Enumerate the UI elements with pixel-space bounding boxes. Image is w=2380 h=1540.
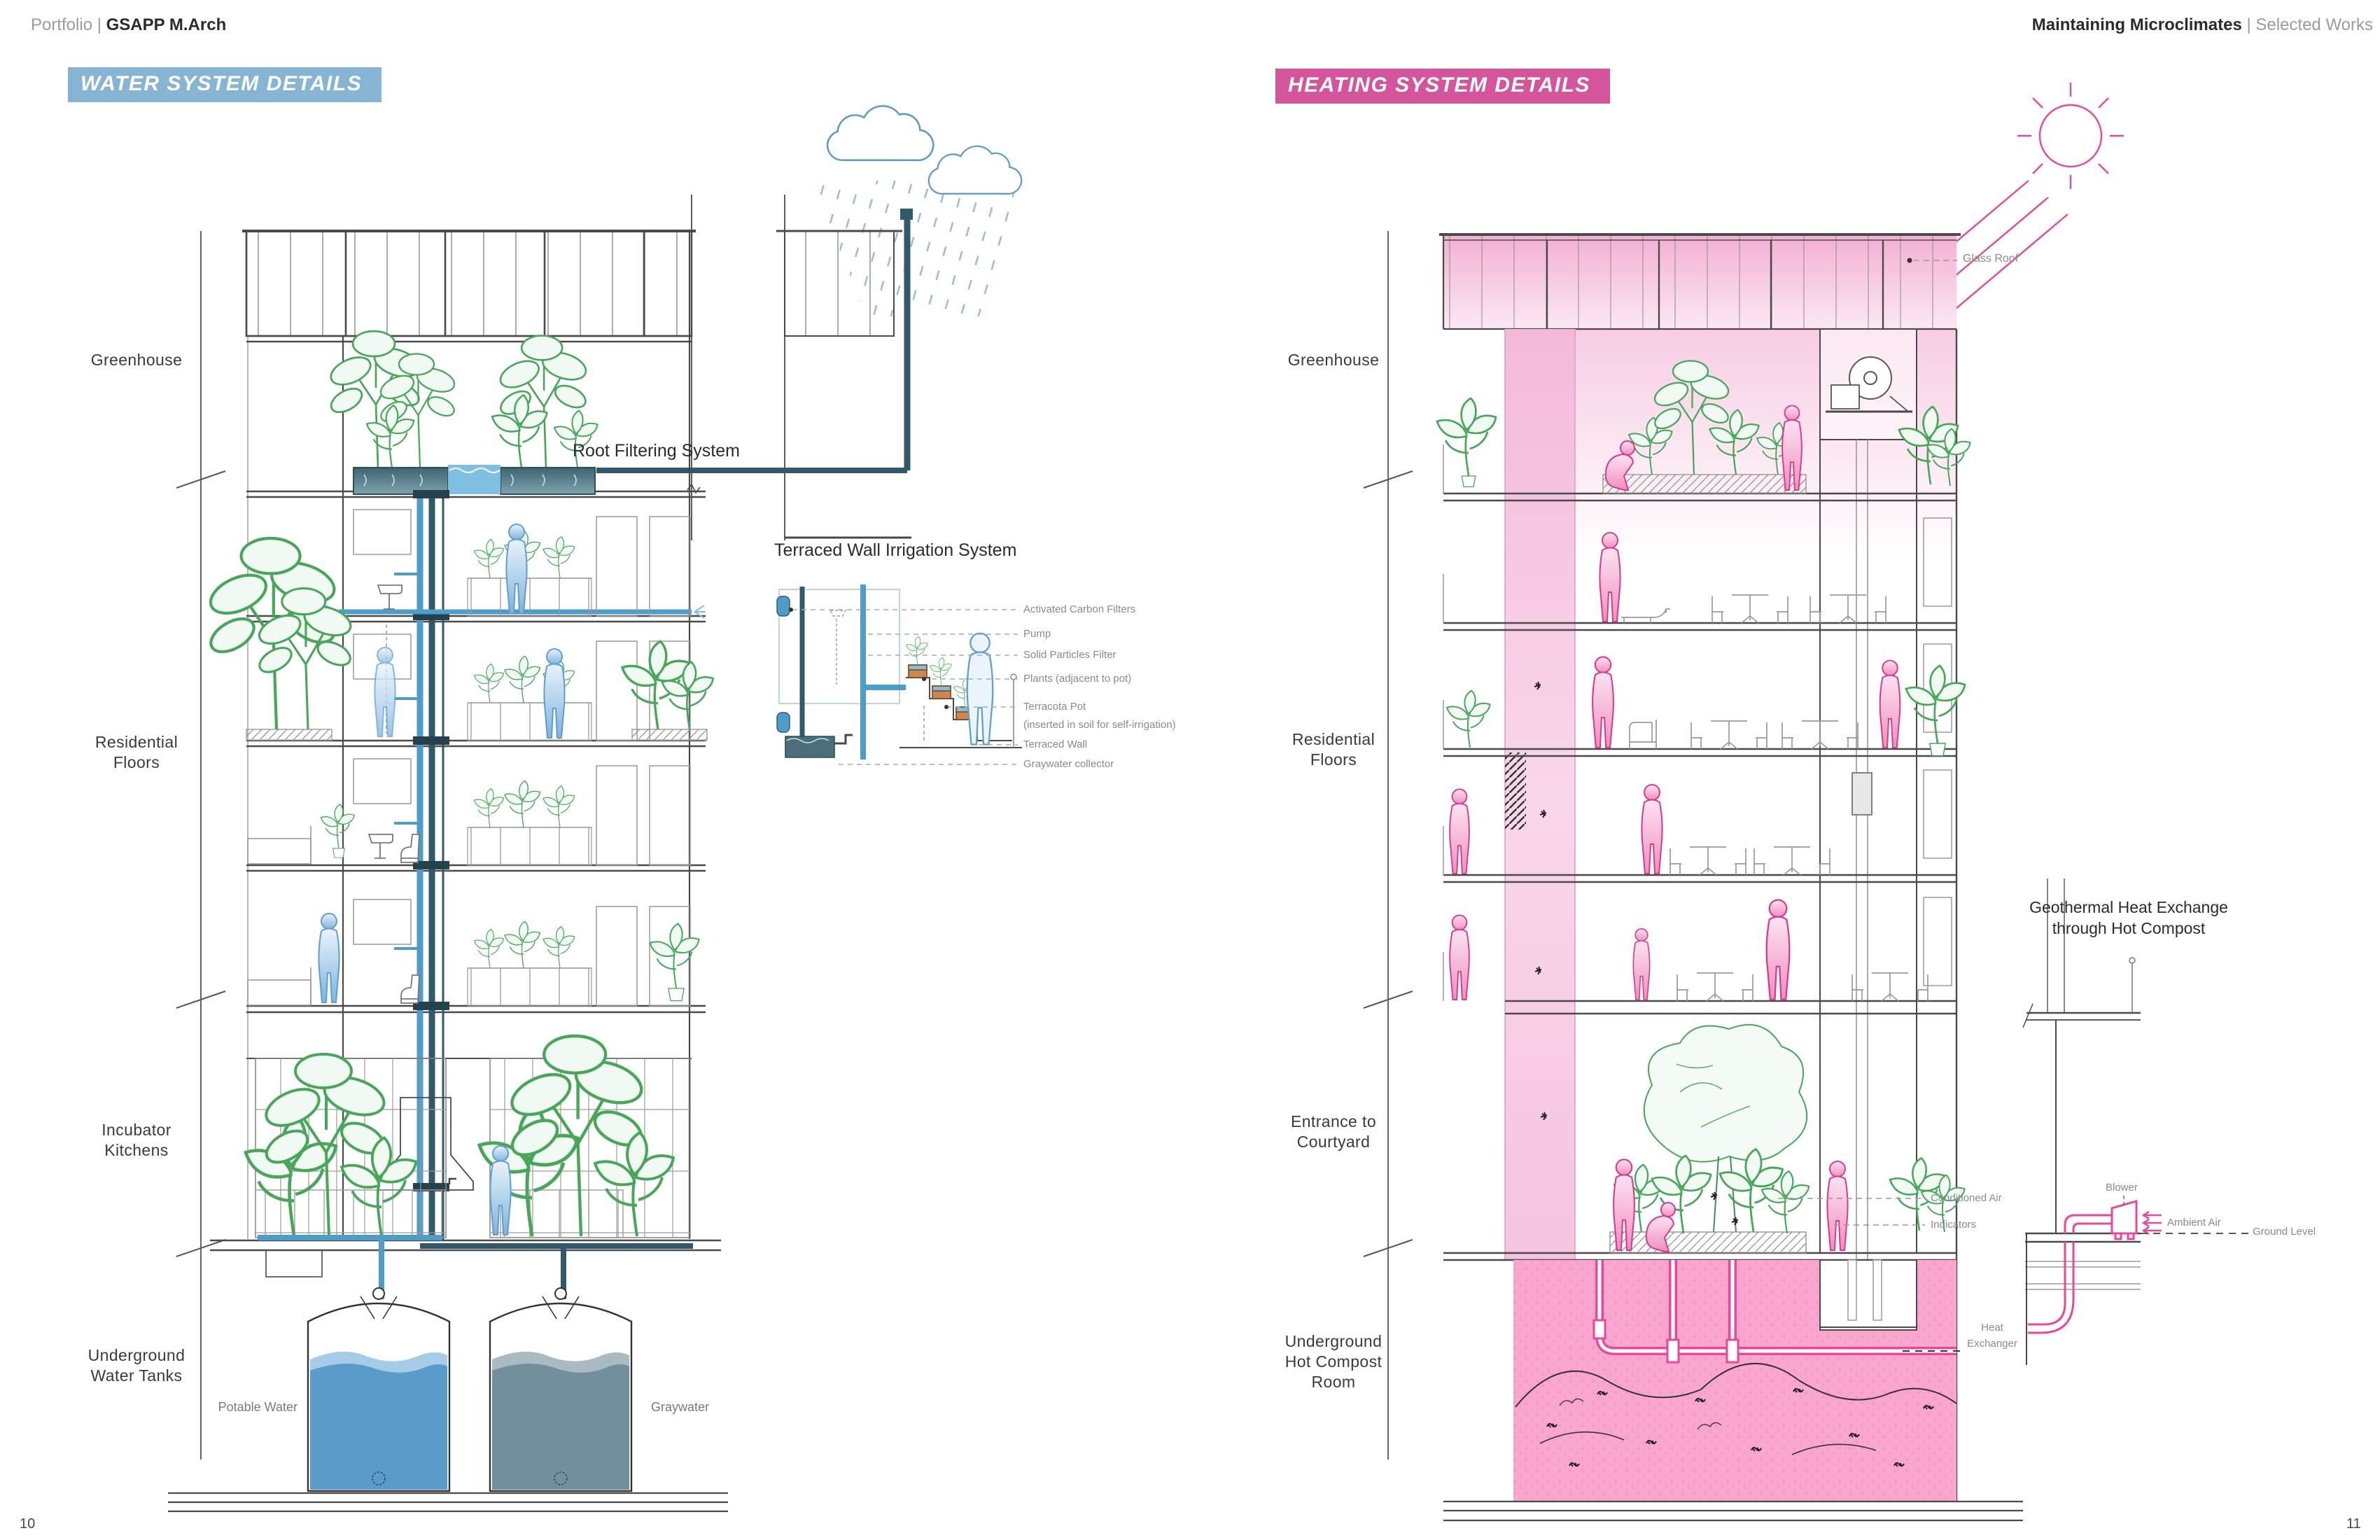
root-filtering-label: Root Filtering System	[573, 441, 740, 461]
ground-level-label: Ground Level	[2253, 1226, 2316, 1238]
portfolio-prefix: Portfolio |	[31, 15, 102, 34]
terraced-wall-title: Terraced Wall Irrigation System	[774, 540, 1017, 560]
potable-water-label: Potable Water	[218, 1400, 298, 1414]
water-tanks	[168, 1287, 728, 1513]
blower-label: Blower	[2106, 1182, 2138, 1194]
ground-and-feeds	[210, 1235, 721, 1299]
label-greenhouse-right: Greenhouse	[1287, 351, 1380, 369]
label-compost-room: Underground Hot Compost Room	[1284, 1332, 1382, 1391]
graywater-tank	[489, 1287, 633, 1492]
courtyard	[1609, 1023, 1966, 1254]
legend-pump: Pump	[1023, 628, 1051, 640]
project-title: Maintaining Microclimates	[2031, 15, 2242, 34]
legend-pot-note: (inserted in soil for self-irrigation)	[1023, 719, 1176, 731]
legend-terracota-pot: Terracota Pot	[1023, 701, 1086, 713]
heat-shaft	[1504, 329, 1576, 1260]
roof-gutter-detail	[596, 195, 913, 540]
header-right: Maintaining Microclimates | Selected Wor…	[2032, 15, 2373, 35]
legend-plants: Plants (adjacent to pot)	[1023, 673, 1132, 685]
label-residential-right: Residential Floors	[1292, 730, 1376, 769]
leader-lines	[1778, 260, 1957, 1226]
glass-roof	[1439, 233, 1961, 560]
greenhouse-plants	[326, 330, 598, 469]
page-number-left: 10	[20, 1516, 36, 1532]
balcony-plants	[205, 538, 715, 741]
compost-room	[1443, 1259, 2023, 1522]
label-greenhouse-left: Greenhouse	[90, 351, 183, 369]
heating-system-drawing	[1363, 83, 2248, 1522]
conditioned-air-label: Conditioned Air	[1931, 1192, 2002, 1204]
heating-system-banner: HEATING SYSTEM DETAILS	[1275, 69, 1610, 104]
ambient-air-label: Ambient Air	[2167, 1217, 2221, 1228]
legend-solid-filter: Solid Particles Filter	[1023, 649, 1116, 661]
indicators-label: Indicators	[1931, 1219, 1977, 1231]
terraced-wall-detail	[776, 584, 1022, 765]
label-incubator: Incubator Kitchens	[102, 1121, 172, 1159]
label-water-tanks: Underground Water Tanks	[88, 1346, 186, 1385]
incubator-kitchens	[246, 1036, 692, 1238]
geothermal-label: Geothermal Heat Exchange through Hot Com…	[2029, 898, 2228, 937]
label-residential-left: Residential Floors	[94, 733, 178, 771]
legend-terraced-wall: Terraced Wall	[1023, 738, 1088, 750]
water-system-drawing	[168, 105, 1023, 1513]
graywater-label: Graywater	[651, 1400, 710, 1414]
compost-pipes	[1592, 1260, 1960, 1364]
project-suffix: | Selected Works	[2246, 15, 2373, 34]
header-left: Portfolio | GSAPP M.Arch	[31, 15, 226, 35]
geothermal-detail	[2022, 878, 2248, 1365]
potable-water-tank	[307, 1287, 451, 1492]
root-filtering-planters	[353, 465, 596, 495]
legend-activated-carbon: Activated Carbon Filters	[1023, 603, 1136, 615]
elevator-machine-room	[1819, 328, 1917, 440]
heat-greenhouse	[1436, 360, 1971, 494]
label-courtyard: Entrance to Courtyard	[1290, 1112, 1377, 1151]
legend-graywater-collector: Graywater collector	[1023, 758, 1114, 770]
glass-roof-label: Glass Roof	[1963, 253, 2019, 265]
page-number-right: 11	[2346, 1516, 2361, 1532]
portfolio-title: GSAPP M.Arch	[106, 15, 227, 34]
water-system-banner: WATER SYSTEM DETAILS	[68, 67, 382, 102]
heat-exchanger-label: Heat Exchanger	[1967, 1322, 2017, 1350]
residential-interiors	[205, 509, 715, 1007]
